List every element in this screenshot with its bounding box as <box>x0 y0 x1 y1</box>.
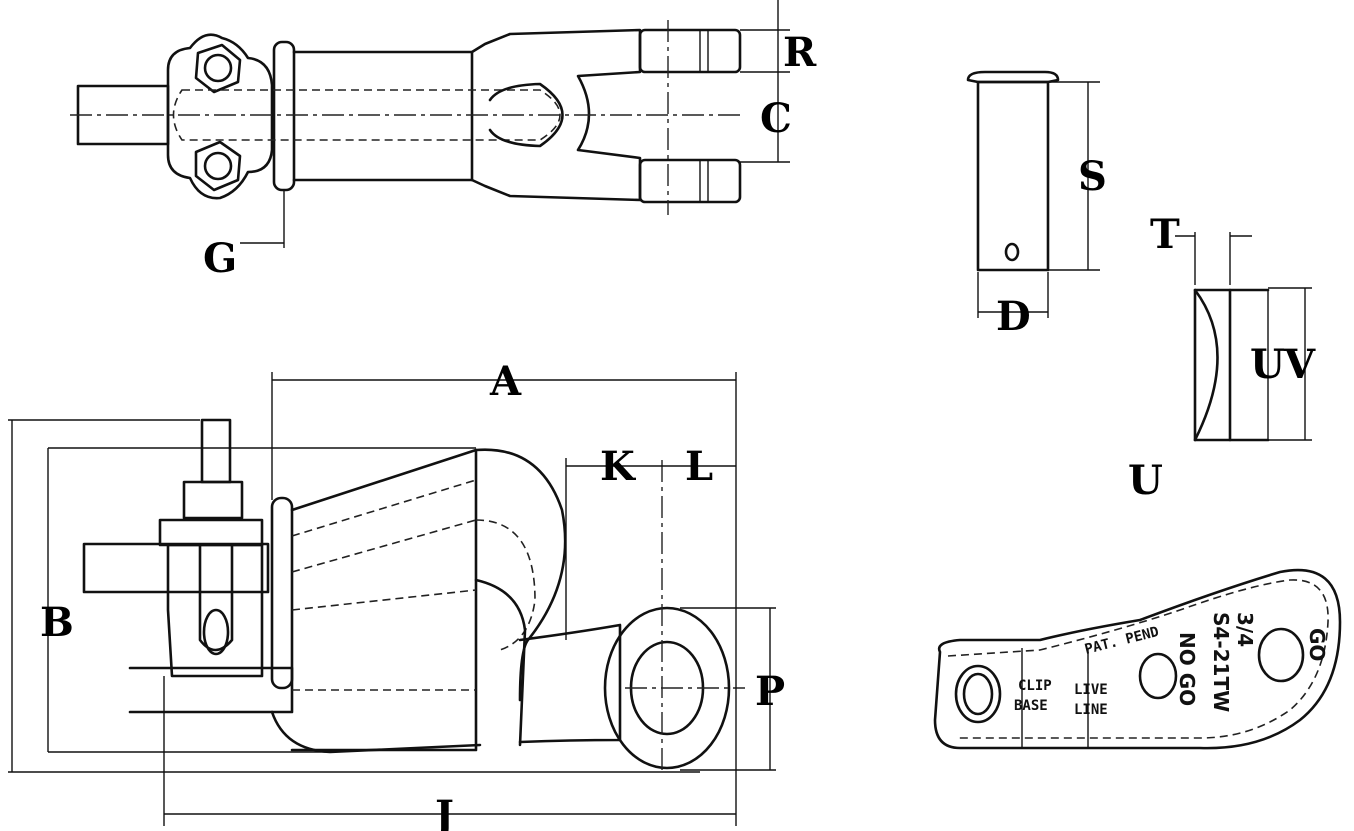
dim-label-U: U <box>1250 341 1285 388</box>
dim-label-D: D <box>996 293 1031 340</box>
go-no-go-gauge: CLIP BASE LIVE LINE PAT. PEND NO GO 3/4 … <box>933 568 1342 750</box>
dim-label-G: G <box>203 235 237 282</box>
dim-label-R: R <box>783 29 817 76</box>
gauge-hole-clip <box>954 664 1002 724</box>
bushing-curve <box>1193 288 1219 442</box>
clip-base-top <box>158 518 264 547</box>
top-view: R C G <box>70 0 817 282</box>
dim-label-L: L <box>685 443 713 490</box>
dim-label-S: S <box>1078 153 1107 200</box>
top-nut-hole-upper <box>203 53 233 83</box>
side-view: A B K L P J <box>8 358 785 831</box>
side-rod <box>82 542 270 594</box>
pin-shank <box>976 80 1050 272</box>
top-nut-lower <box>194 140 242 192</box>
gauge-text-part-no: S4-21TW <box>1209 612 1233 712</box>
gauge-hole-clip-inner <box>962 672 994 716</box>
gauge-text-live: LIVE <box>1074 682 1108 698</box>
bushing-body <box>1193 288 1232 442</box>
pin-view: S D <box>966 70 1107 340</box>
dim-label-K: K <box>600 443 636 490</box>
gauge-hole-no-go <box>1138 652 1178 700</box>
side-body-bottom <box>270 710 482 754</box>
gauge-text-base: BASE <box>1014 698 1048 714</box>
dim-label-T: T <box>1150 211 1180 258</box>
top-pin-lower <box>638 158 742 204</box>
gauge-text-size: 3/4 <box>1233 612 1257 647</box>
dim-label-C: C <box>760 95 792 142</box>
top-nut-upper <box>194 43 242 94</box>
gauge-outline <box>933 568 1342 750</box>
bushing-view-label: U <box>1128 457 1163 504</box>
side-eye <box>603 606 731 770</box>
top-flange <box>272 40 296 192</box>
dim-label-P: P <box>755 668 785 715</box>
dim-label-J: J <box>432 792 454 831</box>
side-hook-inner <box>474 578 527 747</box>
u-bolt-end <box>202 608 230 656</box>
dim-label-B: B <box>40 599 74 646</box>
gauge-text-line: LINE <box>1074 702 1108 718</box>
top-pin-upper <box>638 28 742 74</box>
top-jaw-curve <box>488 82 564 148</box>
clip-base-plate <box>166 33 274 200</box>
top-nut-hole-lower <box>203 151 233 181</box>
clip-body <box>166 543 264 678</box>
bushing-view: T U V U <box>1128 211 1316 504</box>
pin-head <box>966 70 1060 84</box>
side-rod-lower <box>128 666 294 714</box>
u-bolt <box>198 544 234 652</box>
dim-label-V: V <box>1283 341 1316 388</box>
gauge-text-no-go: NO GO <box>1175 632 1199 706</box>
bolt-nut <box>182 480 244 520</box>
side-hook-outer <box>474 448 567 702</box>
gauge-text-go: GO <box>1305 628 1329 661</box>
side-flange <box>270 496 294 690</box>
side-tongue <box>518 623 622 744</box>
pin-hole <box>1004 242 1020 262</box>
gauge-hole-go <box>1257 627 1305 683</box>
gauge-text-clip: CLIP <box>1018 678 1052 694</box>
bolt-thread <box>200 418 232 484</box>
dim-label-A: A <box>489 358 522 405</box>
